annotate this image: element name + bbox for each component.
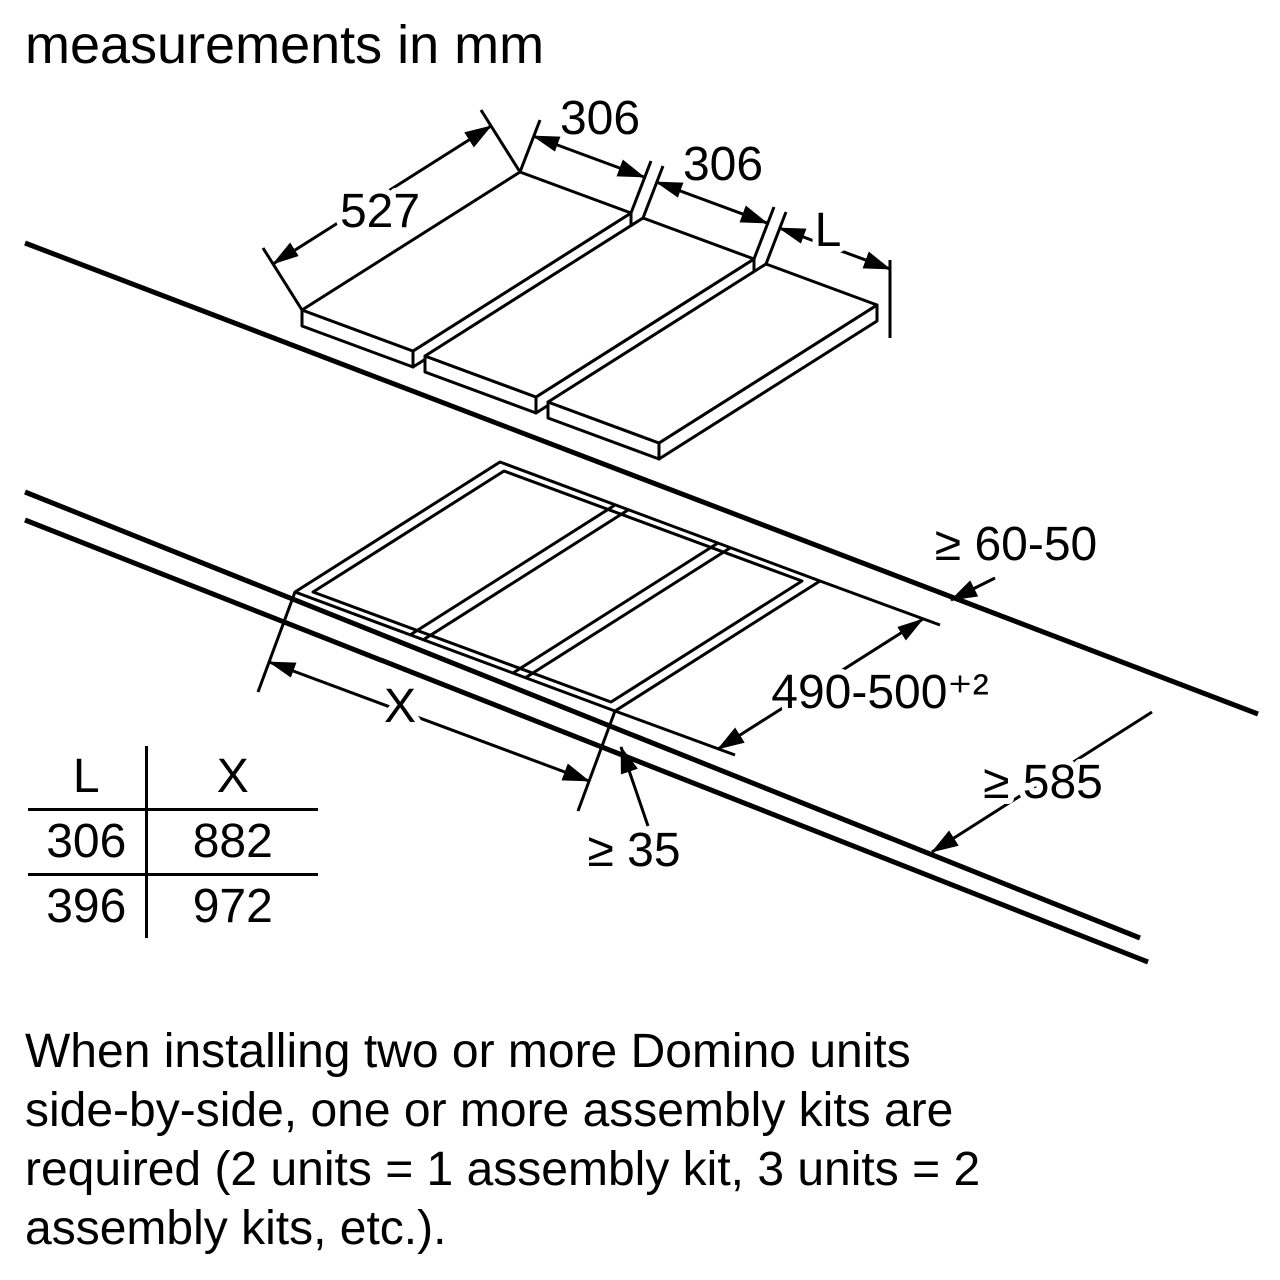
hob-unit-3 [546,262,879,461]
table-row: 306 882 [28,809,318,876]
dim-front-gap [619,746,650,827]
cutout-depth-label: 490-500⁺² [771,666,988,719]
dim-hob-width-3 [764,211,892,338]
front-gap-label: ≥ 35 [587,824,680,877]
table-row: 396 972 [28,874,318,938]
dim-rear-gap [950,576,996,602]
table-header-l: L [28,746,148,811]
dim-cutout-depth [614,579,941,757]
table-cell-x: 972 [192,880,273,933]
table-cell-l: 396 [28,874,148,938]
worktop-back-edge [24,240,1259,717]
page-title: measurements in mm [25,15,545,75]
note-line: side-by-side, one or more assembly kits … [25,1084,954,1137]
note-line: required (2 units = 1 assembly kit, 3 un… [25,1143,981,1196]
installation-note: When installing two or more Domino units… [25,1022,1255,1258]
worktop-depth-label: ≥ 585 [983,756,1103,809]
dim-hob-width-1 [518,119,653,214]
lx-table: L X 306 882 396 972 [28,746,318,938]
hob-depth-label: 527 [340,185,420,238]
dim-worktop-depth [931,710,1153,854]
hob-width-1-label: 306 [560,92,640,145]
table-cell-x: 882 [146,809,318,876]
table-header-row: L X [28,746,318,811]
cutout-width-label: X [384,680,416,733]
dim-hob-width-2 [641,165,776,260]
note-line: assembly kits, etc.). [25,1202,447,1255]
hob-width-3-label: L [815,204,842,257]
dim-hob-depth [261,109,522,311]
table-cell-l: 306 [28,809,148,876]
note-line: When installing two or more Domino units [25,1025,911,1078]
dim-cutout-width [256,591,617,812]
rear-gap-label: ≥ 60-50 [935,518,1097,571]
hob-width-2-label: 306 [683,138,763,191]
table-header-x: X [146,746,318,811]
worktop-cutout [293,460,822,713]
